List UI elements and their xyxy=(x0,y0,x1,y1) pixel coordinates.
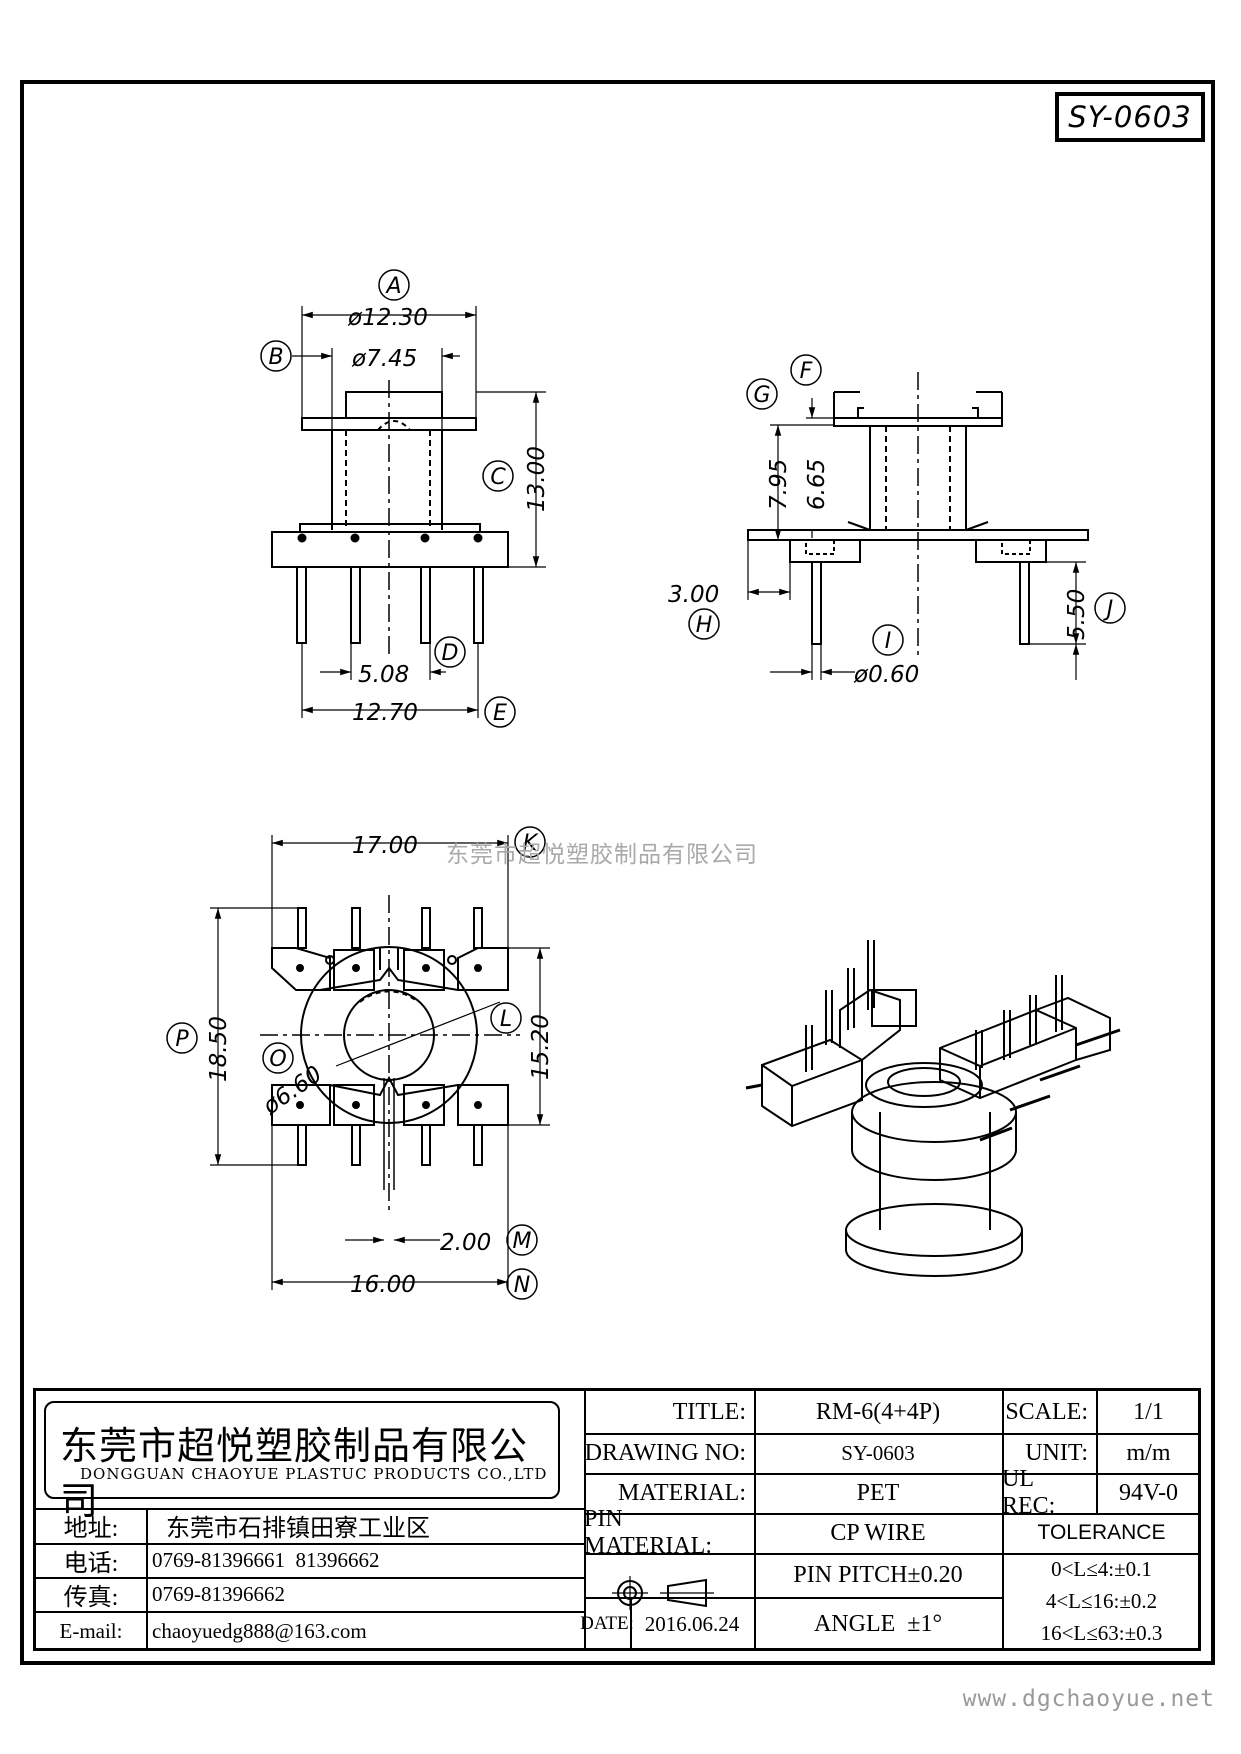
tolerance-row-2: 4<L≤16:±0.2 xyxy=(1045,1588,1158,1613)
dim-G-value: 7.95 xyxy=(766,459,792,510)
bottom-view xyxy=(210,835,550,1290)
fax-label: 传真: xyxy=(63,1584,119,1611)
callout-J: J xyxy=(1103,597,1114,622)
title-value: RM-6(4+4P) xyxy=(815,1398,941,1425)
date-label: DATE: xyxy=(580,1613,634,1634)
material-label: MATERIAL: xyxy=(618,1479,746,1506)
watermark: 东莞市超悦塑胶制品有限公司 xyxy=(446,842,758,868)
dim-C-value: 13.00 xyxy=(524,446,550,512)
pin-material-label: PIN MATERIAL: xyxy=(584,1506,712,1559)
callout-D: D xyxy=(442,641,459,666)
callout-C: C xyxy=(490,465,506,490)
ul-rec-value: 94V-0 xyxy=(1118,1479,1179,1506)
company-name-en: DONGGUAN CHAOYUE PLASTUC PRODUCTS CO.,LT… xyxy=(80,1465,548,1483)
pin-material-value: CP WIRE xyxy=(830,1519,926,1546)
date-value: 2016.06.24 xyxy=(644,1611,740,1636)
drawing-no-label: DRAWING NO: xyxy=(584,1439,746,1466)
dim-K-value: 17.00 xyxy=(352,833,418,859)
callout-H: H xyxy=(696,613,713,638)
callout-G: G xyxy=(753,383,770,408)
unit-label: UNIT: xyxy=(1025,1439,1088,1466)
callout-P: P xyxy=(175,1027,189,1052)
title-block: 东莞市超悦塑胶制品有限公司 DONGGUAN CHAOYUE PLASTUC P… xyxy=(33,1388,1201,1651)
dim-H-value: 3.00 xyxy=(668,582,719,608)
tolerance-row-3: 16<L≤63:±0.3 xyxy=(1040,1620,1163,1645)
callout-M: M xyxy=(513,1229,532,1254)
scale-label: SCALE: xyxy=(1005,1398,1088,1425)
callout-A: A xyxy=(384,274,401,299)
ul-rec-label: UL REC: xyxy=(1002,1466,1056,1519)
callout-F: F xyxy=(800,359,813,384)
dim-A-value: ø12.30 xyxy=(347,305,428,331)
callout-L: L xyxy=(500,1007,512,1032)
address-label: 地址: xyxy=(63,1516,119,1542)
angle-tolerance: ANGLE ±1° xyxy=(813,1610,943,1637)
callout-K: K xyxy=(523,831,539,856)
company-name-cn: 东莞市超悦塑胶制品有限公司 xyxy=(60,1424,529,1523)
company-box: 东莞市超悦塑胶制品有限公司 DONGGUAN CHAOYUE PLASTUC P… xyxy=(44,1401,560,1523)
callout-N: N xyxy=(514,1273,530,1298)
dim-M-value: 2.00 xyxy=(440,1230,491,1256)
scale-value: 1/1 xyxy=(1133,1398,1164,1425)
callout-O: O xyxy=(269,1047,286,1072)
drawing-no-value: SY-0603 xyxy=(841,1440,915,1465)
dim-I-value: ø0.60 xyxy=(853,662,919,688)
tolerance-label: TOLERANCE xyxy=(1037,1521,1166,1544)
dim-D-value: 5.08 xyxy=(358,662,409,688)
front-view xyxy=(271,306,546,718)
dim-L-value: 15.20 xyxy=(528,1014,554,1080)
callout-B: B xyxy=(268,345,283,370)
fax-value: 0769-81396662 xyxy=(152,1581,285,1606)
callout-I: I xyxy=(885,629,892,654)
material-value: PET xyxy=(856,1479,900,1506)
unit-value: m/m xyxy=(1126,1439,1171,1466)
tolerance-row-1: 0<L≤4:±0.1 xyxy=(1051,1556,1152,1581)
title-label: TITLE: xyxy=(672,1398,746,1425)
dim-F-value: 6.65 xyxy=(804,459,830,510)
tel-value: 0769-81396661 81396662 xyxy=(152,1547,380,1572)
drawing-id-box: SY-0603 xyxy=(1055,92,1205,142)
pin-pitch: PIN PITCH±0.20 xyxy=(793,1561,963,1588)
isometric-view xyxy=(745,940,1121,1277)
drawing-frame xyxy=(20,80,1215,1665)
dim-E-value: 12.70 xyxy=(352,700,418,726)
dim-N-value: 16.00 xyxy=(350,1272,416,1298)
side-view xyxy=(747,372,1089,680)
callout-E: E xyxy=(493,701,507,726)
dim-P-value: 18.50 xyxy=(206,1016,232,1082)
dim-B-value: ø7.45 xyxy=(351,346,417,372)
dim-J-value: 5.50 xyxy=(1064,589,1090,640)
email-label: E-mail: xyxy=(59,1618,123,1643)
email-value: chaoyuedg888@163.com xyxy=(152,1618,367,1643)
address-value: 东莞市石排镇田寮工业区 xyxy=(166,1516,430,1542)
website: www.dgchaoyue.net xyxy=(962,1686,1215,1712)
tel-label: 电话: xyxy=(63,1550,119,1577)
